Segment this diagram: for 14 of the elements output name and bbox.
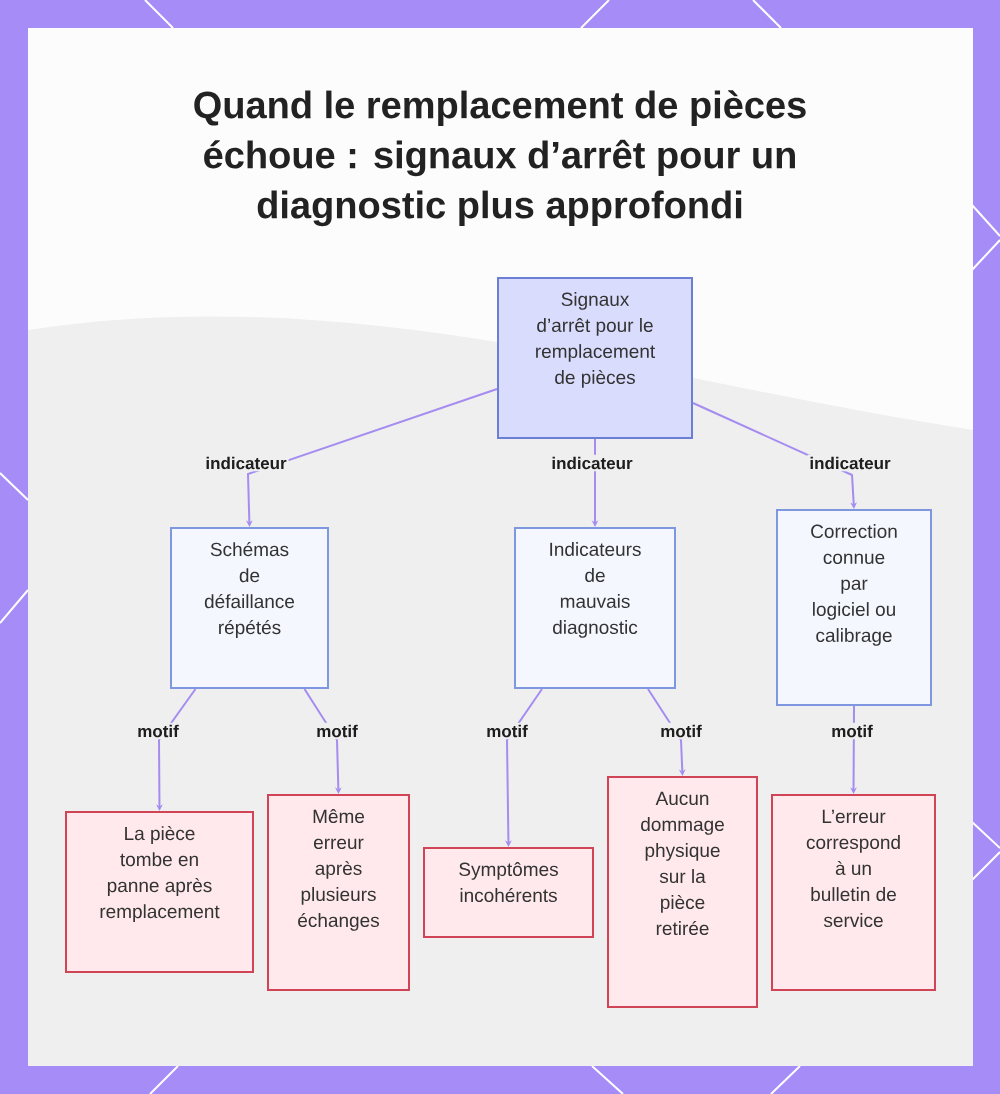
category-box: Schémas de défaillance répétés [170,527,329,689]
arrow [647,688,686,776]
leaf-box: La pièce tombe en panne après remplacement [65,811,254,973]
category-box: Correction connue par logiciel ou calibrage [776,509,932,706]
category-box: Indicateurs de mauvais diagnostic [514,527,676,689]
title: Quand le remplacement de pièces échoue : signaux d’arrêt pour un diagnostic plus approfondi [194,90,806,227]
root-box: Signaux d’arrêt pour le remplacement de pièces [497,277,693,439]
leaf-box: Même erreur après plusieurs échanges [267,794,410,991]
arrow [156,688,197,811]
arrow [303,688,342,794]
leaf-box: L’erreur correspond à un bulletin de service [771,794,936,991]
arrow [505,688,543,847]
leaf-box: Aucun dommage physique sur la pièce retirée [607,776,758,1008]
leaf-box: Symptômes incohérents [423,847,594,938]
